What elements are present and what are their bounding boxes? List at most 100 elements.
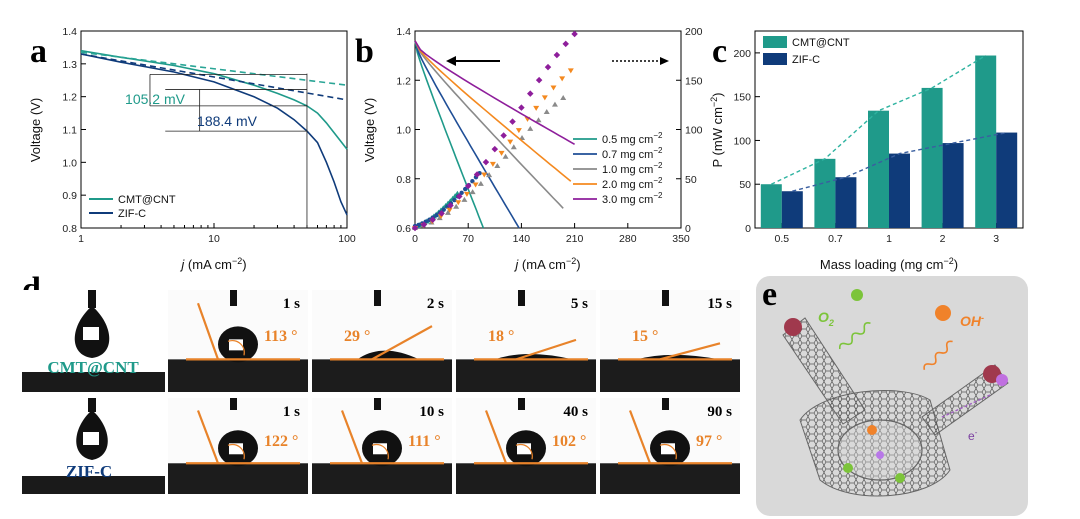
y-tick-label-c: 100 xyxy=(733,135,751,147)
oh-ion: OH- xyxy=(923,305,984,370)
oh-inside-icon xyxy=(867,425,877,435)
y2-tick-label-b: 150 xyxy=(685,75,703,87)
legend-swatch-zif-c xyxy=(763,53,787,65)
o2-icon xyxy=(851,289,863,301)
x-tick-label-c: 0.7 xyxy=(828,233,843,245)
power-point-4 xyxy=(473,171,481,178)
y-tick-label-c: 200 xyxy=(733,48,751,60)
power-point-2 xyxy=(535,117,542,123)
power-point-4 xyxy=(562,40,569,48)
x-tick-label-b: 210 xyxy=(566,233,584,245)
series-line-a-2 xyxy=(80,51,348,86)
power-point-2 xyxy=(469,189,476,195)
y-tick-label-c: 0 xyxy=(745,223,751,235)
x-tick-label-b: 0 xyxy=(412,233,418,245)
polarization-curve-3 xyxy=(414,40,572,182)
power-point-4 xyxy=(438,210,445,217)
time-label: 10 s xyxy=(419,404,444,420)
angle-label: 102 ° xyxy=(552,433,586,450)
power-point-1 xyxy=(441,207,446,212)
bar-zif xyxy=(781,191,803,228)
power-point-4 xyxy=(447,202,454,209)
bar-zif xyxy=(942,143,964,228)
y-tick-label-b: 0.6 xyxy=(396,223,411,235)
series-line-a-1 xyxy=(80,53,348,216)
time-label: 1 s xyxy=(283,296,300,312)
bar-cmt xyxy=(868,110,889,228)
y-axis-label-b: Voltage (V) xyxy=(362,98,377,162)
power-point-1 xyxy=(459,190,464,196)
power-point-2 xyxy=(502,153,509,159)
y-axis-label-a: Voltage (V) xyxy=(28,98,43,162)
power-point-4 xyxy=(411,224,419,232)
legend-label-zif-a: ZIF-C xyxy=(118,208,146,220)
o2-inside-icon-2 xyxy=(895,473,905,483)
bar-zif xyxy=(835,177,857,228)
power-point-3 xyxy=(489,161,496,167)
power-point-2 xyxy=(444,209,451,215)
polarization-curve-0 xyxy=(414,40,485,229)
power-point-2 xyxy=(510,144,517,150)
sample-label-cmt: CMT@CNT xyxy=(47,358,139,377)
panel-label-e: e xyxy=(762,276,777,313)
arrow-left-head xyxy=(446,56,456,66)
electron-label-group: e- xyxy=(939,394,991,443)
power-point-3 xyxy=(567,68,574,74)
power-point-4 xyxy=(527,90,534,97)
electron-inside-icon xyxy=(876,451,884,459)
power-point-2 xyxy=(551,101,558,107)
power-point-2 xyxy=(527,125,534,131)
power-point-3 xyxy=(472,182,479,188)
electron-particle xyxy=(996,374,1008,386)
angle-label: 111 ° xyxy=(408,433,441,450)
panel-label-c: c xyxy=(712,33,727,70)
panel-label-b: b xyxy=(355,33,374,70)
o2-molecule: O2 xyxy=(818,289,871,350)
time-label: 5 s xyxy=(571,296,588,312)
power-point-4 xyxy=(429,216,436,224)
y2-tick-label-b: 200 xyxy=(685,26,703,38)
power-point-2 xyxy=(560,94,567,100)
power-point-3 xyxy=(559,76,566,82)
y-tick-label-a: 1.4 xyxy=(62,26,77,38)
legend-label-b: 3.0 mg cm−2 xyxy=(602,191,663,206)
legend-c: CMT@CNT ZIF-C xyxy=(763,36,850,66)
power-point-2 xyxy=(543,109,550,115)
y-tick-label-a: 1.3 xyxy=(62,59,77,71)
power-point-3 xyxy=(446,207,453,213)
x-tick-label-b: 140 xyxy=(513,233,531,245)
legend-label-cmt-c: CMT@CNT xyxy=(792,37,850,49)
power-point-2 xyxy=(494,163,501,169)
y-tick-label-c: 50 xyxy=(739,179,751,191)
power-point-3 xyxy=(481,172,488,178)
branch-nanotube-right xyxy=(921,364,1009,436)
series-b xyxy=(411,30,578,232)
contact-angle-photo: 2 s29 ° xyxy=(312,290,452,392)
photo-sample-zif: ZIF-C xyxy=(22,398,165,494)
catalyst-particle-left xyxy=(784,318,802,336)
oh-label: OH- xyxy=(960,313,984,329)
contact-angle-photo: 90 s97 ° xyxy=(600,398,740,494)
y-tick-label-c: 150 xyxy=(733,92,751,104)
polarization-curve-1 xyxy=(414,40,520,229)
y-tick-label-a: 1.0 xyxy=(62,157,77,169)
power-point-4 xyxy=(456,193,463,200)
power-point-3 xyxy=(515,128,522,134)
electron-path-icon xyxy=(939,394,991,419)
y-tick-label-b: 1.2 xyxy=(396,75,411,87)
o2-label: O2 xyxy=(818,309,834,328)
x-tick-label-a: 10 xyxy=(208,233,220,245)
angle-label: 15 ° xyxy=(632,328,658,345)
annotation-cmt: 105.2 mV xyxy=(125,91,186,107)
trend-line-zif xyxy=(792,131,1007,192)
y-tick-label-b: 1.4 xyxy=(396,26,411,38)
